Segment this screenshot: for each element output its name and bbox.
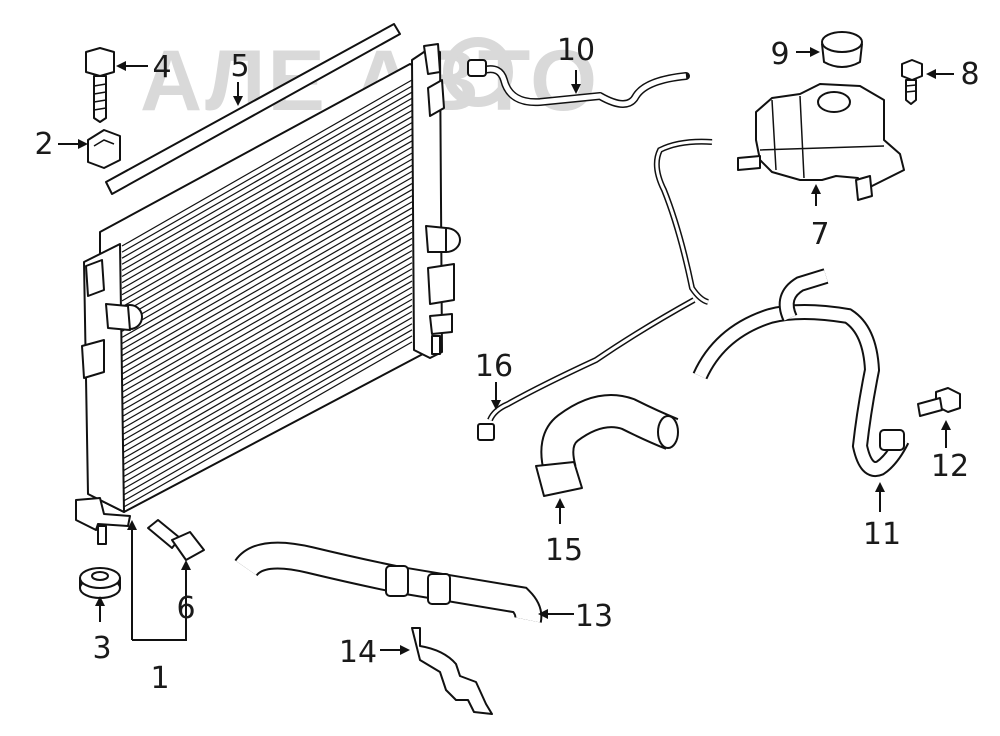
radiator-fin [121,274,413,442]
radiator-fin [121,170,413,338]
radiator-fin [121,79,413,247]
callout-3: 3 [92,631,111,666]
callout-12: 12 [931,449,969,484]
radiator-fin [121,176,413,345]
part-4-bolt [85,47,115,123]
part-5-seal-strip [105,23,401,195]
radiator-fin [121,109,413,277]
radiator-fin [121,317,413,485]
callout-13: 13 [575,599,613,634]
watermark-gear [443,37,513,107]
radiator-fin [121,189,413,357]
radiator-fin [121,183,413,351]
part-14-bracket [411,627,493,715]
part-11-hose [692,268,910,477]
radiator-fin [121,116,413,284]
radiator-fin [121,298,413,466]
callout-14: 14 [339,635,377,670]
callout-5: 5 [230,49,249,84]
callout-4: 4 [152,50,171,85]
radiator-fin [121,341,413,509]
part-16-harness [477,138,713,441]
callout-16: 16 [475,349,513,384]
radiator-fin [121,140,413,308]
radiator-fin [121,231,413,399]
radiator-fin [121,268,413,436]
radiator-fin [121,213,413,381]
callout-2: 2 [34,127,53,162]
part-12-bolt [917,387,961,417]
radiator-fin [121,152,413,320]
radiator-fin [121,85,413,253]
part-8-bolt [901,59,923,105]
part-2-clip [87,129,121,169]
part-15-hose [535,394,679,497]
callout-6: 6 [176,591,195,626]
radiator-fin [121,243,413,412]
callout-1: 1 [150,661,169,696]
leader-lines [58,47,954,655]
radiator-fin [121,311,413,479]
part-7-expansion-tank [737,83,905,201]
radiator-fin [121,122,413,290]
callout-labels: 1 2 3 4 5 6 7 8 9 10 11 12 13 14 15 16 [34,33,979,696]
radiator-fin [121,280,413,448]
part-6-sensor [147,519,205,561]
radiator-fin [121,323,413,491]
radiator-fin [121,207,413,375]
radiator-fin [121,103,413,271]
radiator-fin [121,219,413,387]
part-10-hose [467,59,690,108]
radiator-fin [121,201,413,369]
part-9-cap [821,31,863,68]
radiator-fin [121,292,413,460]
callout-15: 15 [545,533,583,568]
radiator-fin [121,304,413,472]
radiator-fin [121,195,413,363]
radiator-fin [121,128,413,296]
callout-7: 7 [810,217,829,252]
radiator-fin [121,250,413,418]
radiator-fin [121,134,413,302]
radiator-fin [121,335,413,503]
part-13-hose [234,541,543,623]
radiator-fin [121,164,413,332]
radiator-fin [121,146,413,314]
radiator-fin [121,286,413,454]
radiator-fin [121,158,413,326]
radiator-fin [121,329,413,497]
radiator-fin [121,225,413,393]
radiator-fin [121,97,413,265]
part-3-grommet [79,567,121,599]
radiator-fin [121,237,413,405]
part-1-radiator [75,43,461,545]
radiator-fin [121,256,413,424]
callout-8: 8 [960,57,979,92]
radiator-fin [121,91,413,259]
radiator-fin [121,262,413,430]
callout-9: 9 [770,37,789,72]
callout-10: 10 [557,33,595,68]
callout-11: 11 [863,517,901,552]
